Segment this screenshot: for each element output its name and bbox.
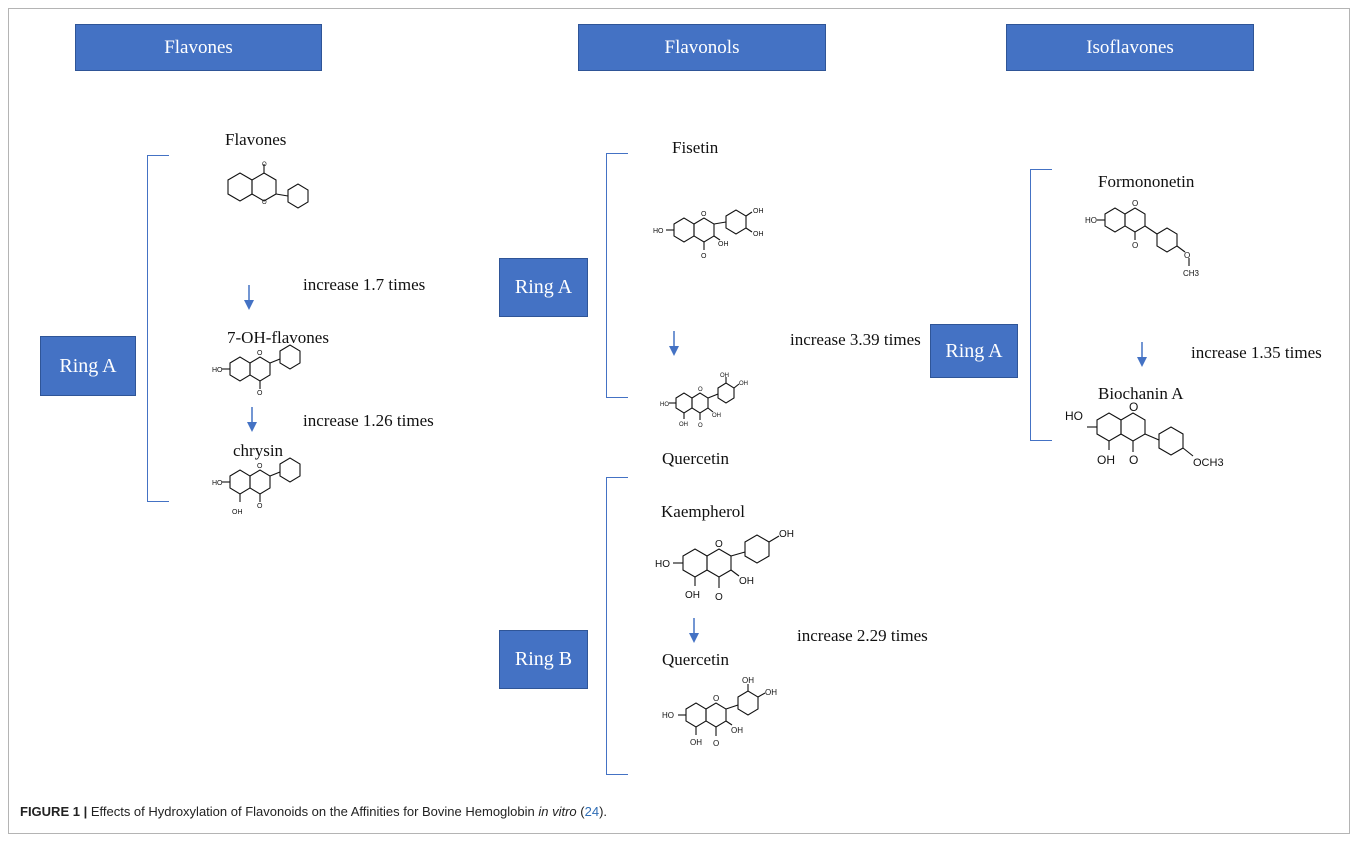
increase-label-flavonols-ring-b: increase 2.29 times [797, 626, 928, 645]
flavones-structure: O O [227, 162, 309, 209]
bracket-flavones-ring-a [147, 155, 169, 502]
figure-frame [8, 8, 1350, 834]
atom-o-label: O [698, 423, 703, 429]
atom-o-label: O [713, 694, 719, 703]
atom-o-label: O [1132, 241, 1138, 250]
atom-oh-label: OH [753, 208, 764, 215]
ring-a-box-flavones: Ring A [40, 336, 136, 396]
ring-a-box-flavonols: Ring A [499, 258, 588, 317]
atom-oh-label: OH [232, 509, 243, 516]
atom-ho-label: HO [660, 402, 669, 408]
atom-oh-label: OH [679, 422, 688, 428]
atom-ho-label: HO [653, 228, 664, 235]
label-quercetin-2: Quercetin [662, 650, 730, 669]
caption-italic: in vitro [538, 804, 577, 819]
increase-label-isoflavones: increase 1.35 times [1191, 343, 1322, 362]
atom-ho-label: HO [1085, 216, 1097, 225]
label-fisetin: Fisetin [672, 138, 719, 157]
caption-reference-link[interactable]: 24 [584, 804, 600, 819]
bracket-flavonols-ring-b [606, 477, 628, 775]
atom-o-label: O [1132, 199, 1138, 208]
7-oh-flavones-structure: HO O O [212, 344, 301, 397]
label-kaempherol: Kaempherol [661, 502, 746, 521]
atom-oh-label: OH [739, 576, 754, 587]
atom-o-label: O [713, 739, 719, 748]
atom-oh-label: OH [718, 241, 729, 248]
atom-oh-label: OH [685, 590, 700, 601]
biochanin-a-structure: HO O O OH OCH3 [1065, 400, 1224, 469]
atom-oh-label: OH [712, 413, 721, 419]
header-flavonols: Flavonols [578, 24, 826, 71]
bracket-isoflavones-ring-a [1030, 169, 1052, 441]
atom-o-label: O [257, 350, 263, 357]
atom-ho-label: HO [655, 559, 670, 570]
arrow-down-icon [244, 285, 254, 310]
atom-oh-label: OH [731, 726, 743, 735]
atom-oh-label: OH [739, 381, 748, 387]
atom-ho-label: HO [662, 711, 674, 720]
increase-label-flavones-2: increase 1.26 times [303, 411, 434, 430]
figure-caption: FIGURE 1 | Effects of Hydroxylation of F… [20, 804, 607, 819]
atom-o-label: O [1129, 400, 1138, 414]
atom-o-label: O [262, 200, 267, 206]
fisetin-structure: HO O O OH OH OH [653, 208, 764, 260]
atom-o-label: O [257, 390, 263, 397]
atom-ho-label: HO [212, 480, 223, 487]
header-flavones: Flavones [75, 24, 322, 71]
label-chrysin: chrysin [233, 441, 284, 460]
atom-och3-label: OCH3 [1193, 457, 1224, 469]
increase-label-flavones-1: increase 1.7 times [303, 275, 426, 294]
label-biochanin-a: Biochanin A [1098, 384, 1184, 403]
bracket-flavonols-ring-a [606, 153, 628, 398]
caption-text-after: ( [576, 804, 585, 819]
caption-text: Effects of Hydroxylation of Flavonoids o… [87, 804, 539, 819]
atom-oh-label: OH [720, 373, 729, 379]
atom-o-label: O [257, 503, 263, 510]
label-flavones: Flavones [225, 130, 287, 149]
atom-ch3-label: CH3 [1183, 269, 1200, 278]
quercetin-structure: HO O O OH OH OH OH [660, 373, 748, 429]
atom-oh-label: OH [753, 231, 764, 238]
atom-oh-label: OH [690, 738, 702, 747]
atom-o-label: O [1129, 453, 1138, 467]
atom-ho-label: HO [1065, 409, 1083, 423]
atom-o-label: O [715, 539, 723, 550]
ring-a-box-isoflavones: Ring A [930, 324, 1018, 378]
label-quercetin-1: Quercetin [662, 449, 730, 468]
arrow-down-icon [1137, 342, 1147, 367]
arrow-down-icon [689, 618, 699, 643]
chrysin-structure: HO O O OH [212, 457, 301, 516]
atom-oh-label: OH [742, 676, 754, 685]
atom-o-label: O [698, 387, 703, 393]
quercetin-structure: HO O O OH OH OH OH [662, 676, 777, 748]
label-7-oh-flavones: 7-OH-flavones [227, 328, 329, 347]
caption-close: ). [599, 804, 608, 819]
increase-label-flavonols-ring-a: increase 3.39 times [790, 330, 921, 349]
atom-o-label: O [257, 463, 263, 470]
atom-o-label: O [701, 253, 707, 260]
atom-ho-label: HO [212, 367, 223, 374]
header-isoflavones: Isoflavones [1006, 24, 1254, 71]
atom-oh-label: OH [779, 529, 794, 540]
arrow-down-icon [247, 407, 257, 432]
kaempherol-structure: HO O O OH OH OH [655, 529, 794, 603]
atom-o-label: O [701, 211, 707, 218]
atom-oh-label: OH [1097, 453, 1115, 467]
label-formononetin: Formononetin [1098, 172, 1195, 191]
atom-o-label: O [715, 592, 723, 603]
arrow-down-icon [669, 331, 679, 356]
caption-label: FIGURE 1 | [20, 804, 88, 819]
atom-o-label: O [1184, 251, 1190, 260]
ring-b-box-flavonols: Ring B [499, 630, 588, 689]
formononetin-structure: HO O O O CH3 [1085, 199, 1200, 278]
atom-oh-label: OH [765, 688, 777, 697]
atom-o-label: O [262, 162, 267, 168]
